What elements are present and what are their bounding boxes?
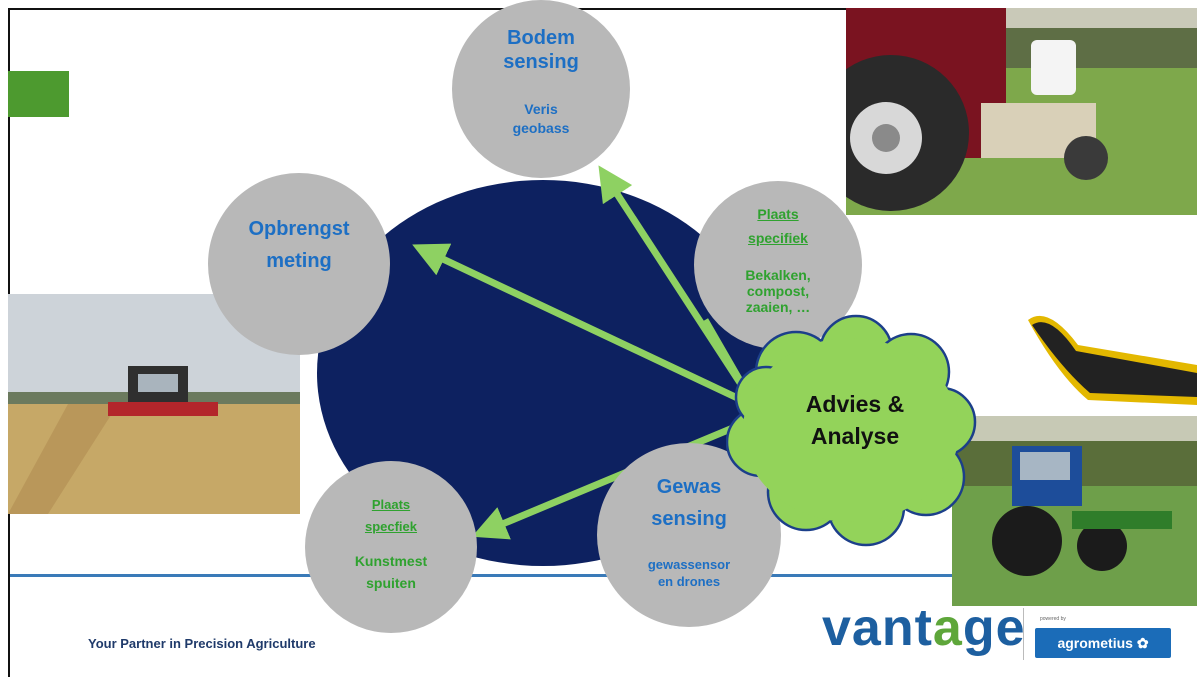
node-opbrengst-title-1: Opbrengst [248, 218, 350, 240]
hub-line-2: Analyse [810, 423, 900, 450]
node-gewas-sub-1: gewassensor [647, 557, 731, 573]
vantage-logo-post: ge [962, 599, 1026, 657]
powered-by-label: powered by [1040, 616, 1066, 622]
arrow-to-opbrengst [412, 243, 750, 407]
tagline: Your Partner in Precision Agriculture [88, 636, 316, 651]
node-bodem-sub-1: Veris [524, 101, 558, 118]
node-plaats-top-sub-2: compost, [746, 282, 810, 299]
cloud-hub [726, 314, 977, 547]
node-plaats-bottom-title-2: specfiek [364, 518, 418, 534]
node-plaats-top-sub-1: Bekalken, [745, 266, 811, 283]
vantage-logo: vantage [822, 602, 1026, 654]
node-gewas-sub-2: en drones [657, 574, 721, 589]
node-plaats-specifiek-bottom: Plaats specfiek Kunstmest spuiten [305, 461, 477, 633]
node-plaats-specifiek-top: Plaats specifiek Bekalken, compost, zaai… [694, 181, 862, 349]
node-gewas-title-1: Gewas [656, 476, 722, 499]
hub-label: Advies & Analyse [760, 388, 950, 452]
node-opbrengst-title-2: meting [266, 250, 332, 272]
node-plaats-bottom-title-1: Plaats [371, 496, 411, 512]
node-plaats-top-title-1: Plaats [757, 206, 799, 223]
photo-drone [1018, 305, 1197, 425]
node-bodem-title-1: Bodem [507, 27, 575, 50]
footer-line [10, 574, 1010, 577]
node-plaats-top-sub-3: zaaien, … [745, 298, 811, 315]
arrow-to-plaats-bottom [471, 421, 742, 540]
vantage-logo-pre: vant [822, 599, 933, 657]
agrometius-label: agrometius [1057, 635, 1133, 651]
node-bodem-sensing: Bodem sensing Veris geobass [452, 0, 630, 178]
photo-tractor-greenseeker [952, 416, 1197, 606]
node-plaats-top-title-2: specifiek [748, 229, 808, 246]
node-gewas-title-2: sensing [651, 508, 727, 531]
photo-tractor-soil-sensor [846, 8, 1197, 215]
hub-line-1: Advies & [805, 391, 905, 417]
node-opbrengstmeting: Opbrengst meting [208, 173, 390, 355]
node-plaats-bottom-sub-1: Kunstmest [354, 552, 428, 569]
node-bodem-title-2: sensing [503, 51, 579, 74]
node-bodem-sub-2: geobass [512, 120, 570, 136]
agrometius-icon: ✿ [1136, 634, 1149, 651]
vantage-logo-a: a [932, 599, 963, 657]
logo-separator [1023, 608, 1024, 660]
node-plaats-bottom-sub-2: spuiten [366, 575, 416, 592]
agrometius-logo: agrometius ✿ [1035, 628, 1171, 658]
green-square-accent [8, 71, 69, 117]
